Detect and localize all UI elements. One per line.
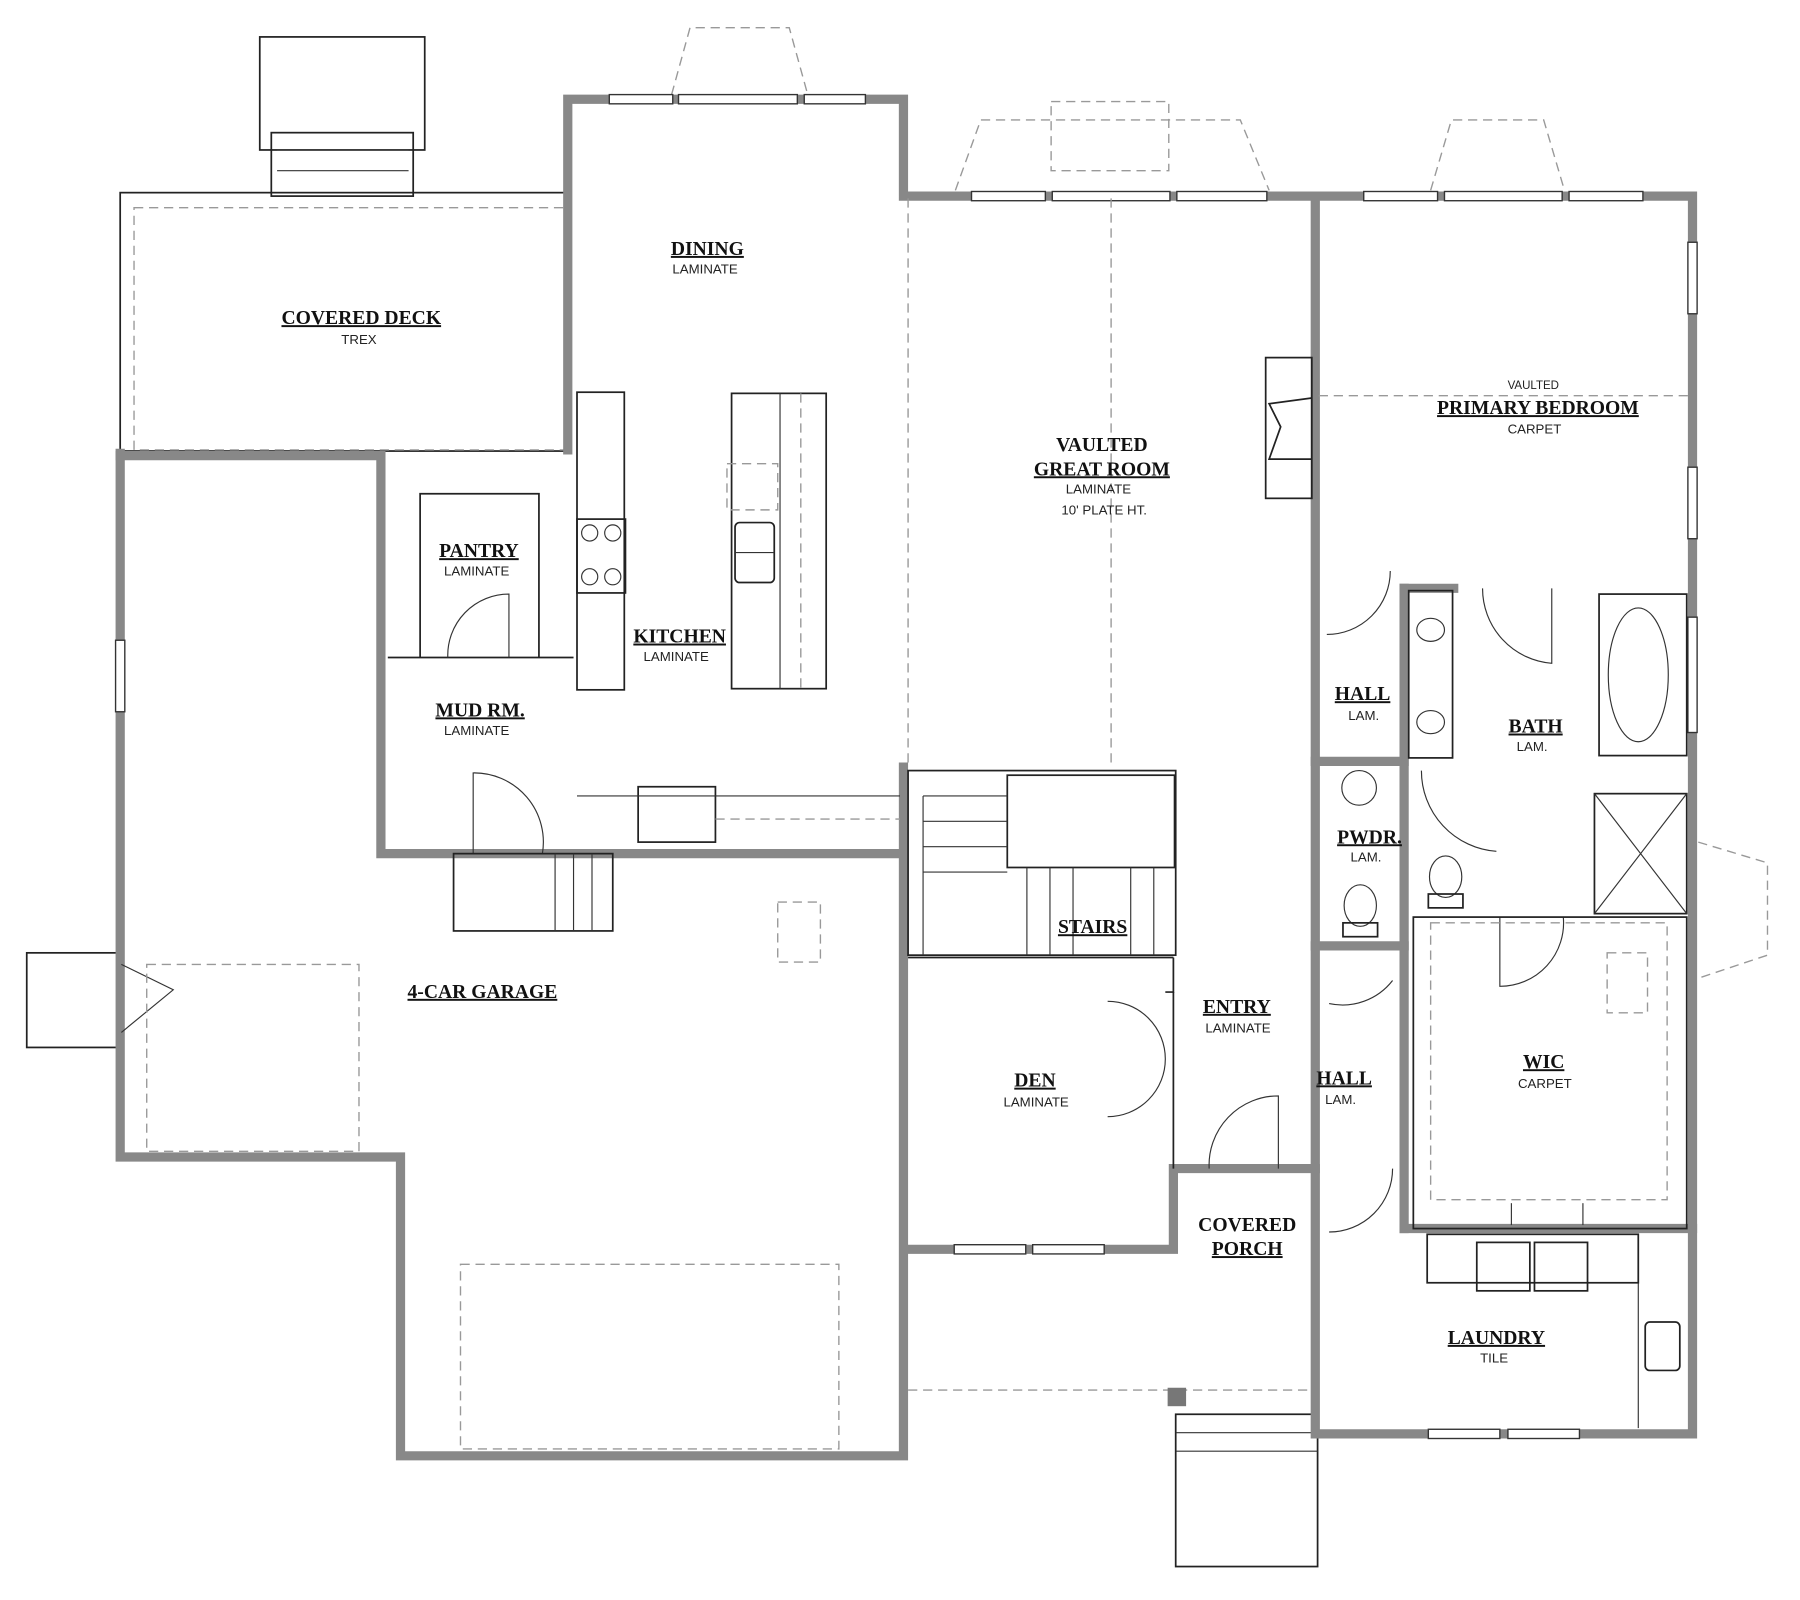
porch-steps: [1174, 1413, 1319, 1568]
walls: [115, 94, 1698, 1461]
stairs-drawing: [907, 769, 1177, 993]
label-den: DEN: [1014, 1071, 1055, 1092]
label-wic: WIC: [1523, 1052, 1564, 1073]
floor-pantry: LAMINATE: [444, 564, 509, 579]
label-pantry: PANTRY: [439, 541, 519, 562]
label-stairs: STAIRS: [1058, 917, 1127, 938]
label-laundry: LAUNDRY: [1448, 1328, 1545, 1349]
floor-hall-lower: LAM.: [1325, 1092, 1356, 1107]
label-dining: DINING: [671, 239, 744, 260]
label-primary-prefix: VAULTED: [1508, 380, 1559, 392]
floor-den: LAMINATE: [1003, 1094, 1068, 1109]
kitchen-fixtures: [576, 391, 900, 843]
label-hall-lower: HALL: [1316, 1068, 1372, 1089]
bay-window-outlines: [670, 26, 1769, 979]
pantry-mud-fixtures: [387, 492, 614, 932]
floor-dining: LAMINATE: [672, 261, 737, 276]
label-garage: 4-CAR GARAGE: [408, 982, 558, 1003]
garage-details: [146, 901, 1312, 1450]
label-mud-room: MUD RM.: [435, 700, 524, 721]
room-labels: COVERED DECK TREX DINING LAMINATE VAULTE…: [281, 239, 1638, 1365]
floor-great-room: LAMINATE: [1066, 482, 1131, 497]
floor-mud-room: LAMINATE: [444, 723, 509, 738]
floor-entry: LAMINATE: [1205, 1020, 1270, 1035]
label-entry: ENTRY: [1203, 997, 1271, 1018]
wic-shelving: [1412, 916, 1688, 1230]
floor-hall-upper: LAM.: [1348, 708, 1379, 723]
floor-primary-bedroom: CARPET: [1508, 422, 1562, 437]
bath-fixtures: [1341, 589, 1688, 938]
label-powder: PWDR.: [1337, 827, 1402, 848]
floor-kitchen: LAMINATE: [644, 649, 709, 664]
floor-wic: CARPET: [1518, 1076, 1572, 1091]
label-great-room: GREAT ROOM: [1034, 459, 1170, 480]
laundry-fixtures: [1426, 1233, 1681, 1429]
label-primary-bedroom: PRIMARY BEDROOM: [1437, 398, 1639, 419]
floor-powder: LAM.: [1351, 850, 1382, 865]
floor-laundry: TILE: [1480, 1350, 1508, 1365]
label-covered-porch-2: PORCH: [1212, 1239, 1283, 1260]
label-bath: BATH: [1509, 717, 1563, 738]
label-covered-porch-1: COVERED: [1198, 1215, 1296, 1236]
label-great-room-prefix: VAULTED: [1056, 435, 1148, 456]
garage-side-entry: [25, 951, 120, 1049]
deck-stairs: [258, 36, 426, 197]
doors: [120, 571, 1565, 1233]
floor-covered-deck: TREX: [341, 332, 377, 347]
great-room-fixtures: [907, 198, 1688, 768]
label-kitchen: KITCHEN: [633, 627, 726, 648]
windows: [114, 93, 1698, 1440]
label-covered-deck: COVERED DECK: [281, 308, 441, 329]
label-hall-upper: HALL: [1335, 684, 1391, 705]
floor-bath: LAM.: [1517, 739, 1548, 754]
note-great-room: 10' PLATE HT.: [1061, 502, 1147, 517]
porch-post: [1167, 1387, 1187, 1407]
